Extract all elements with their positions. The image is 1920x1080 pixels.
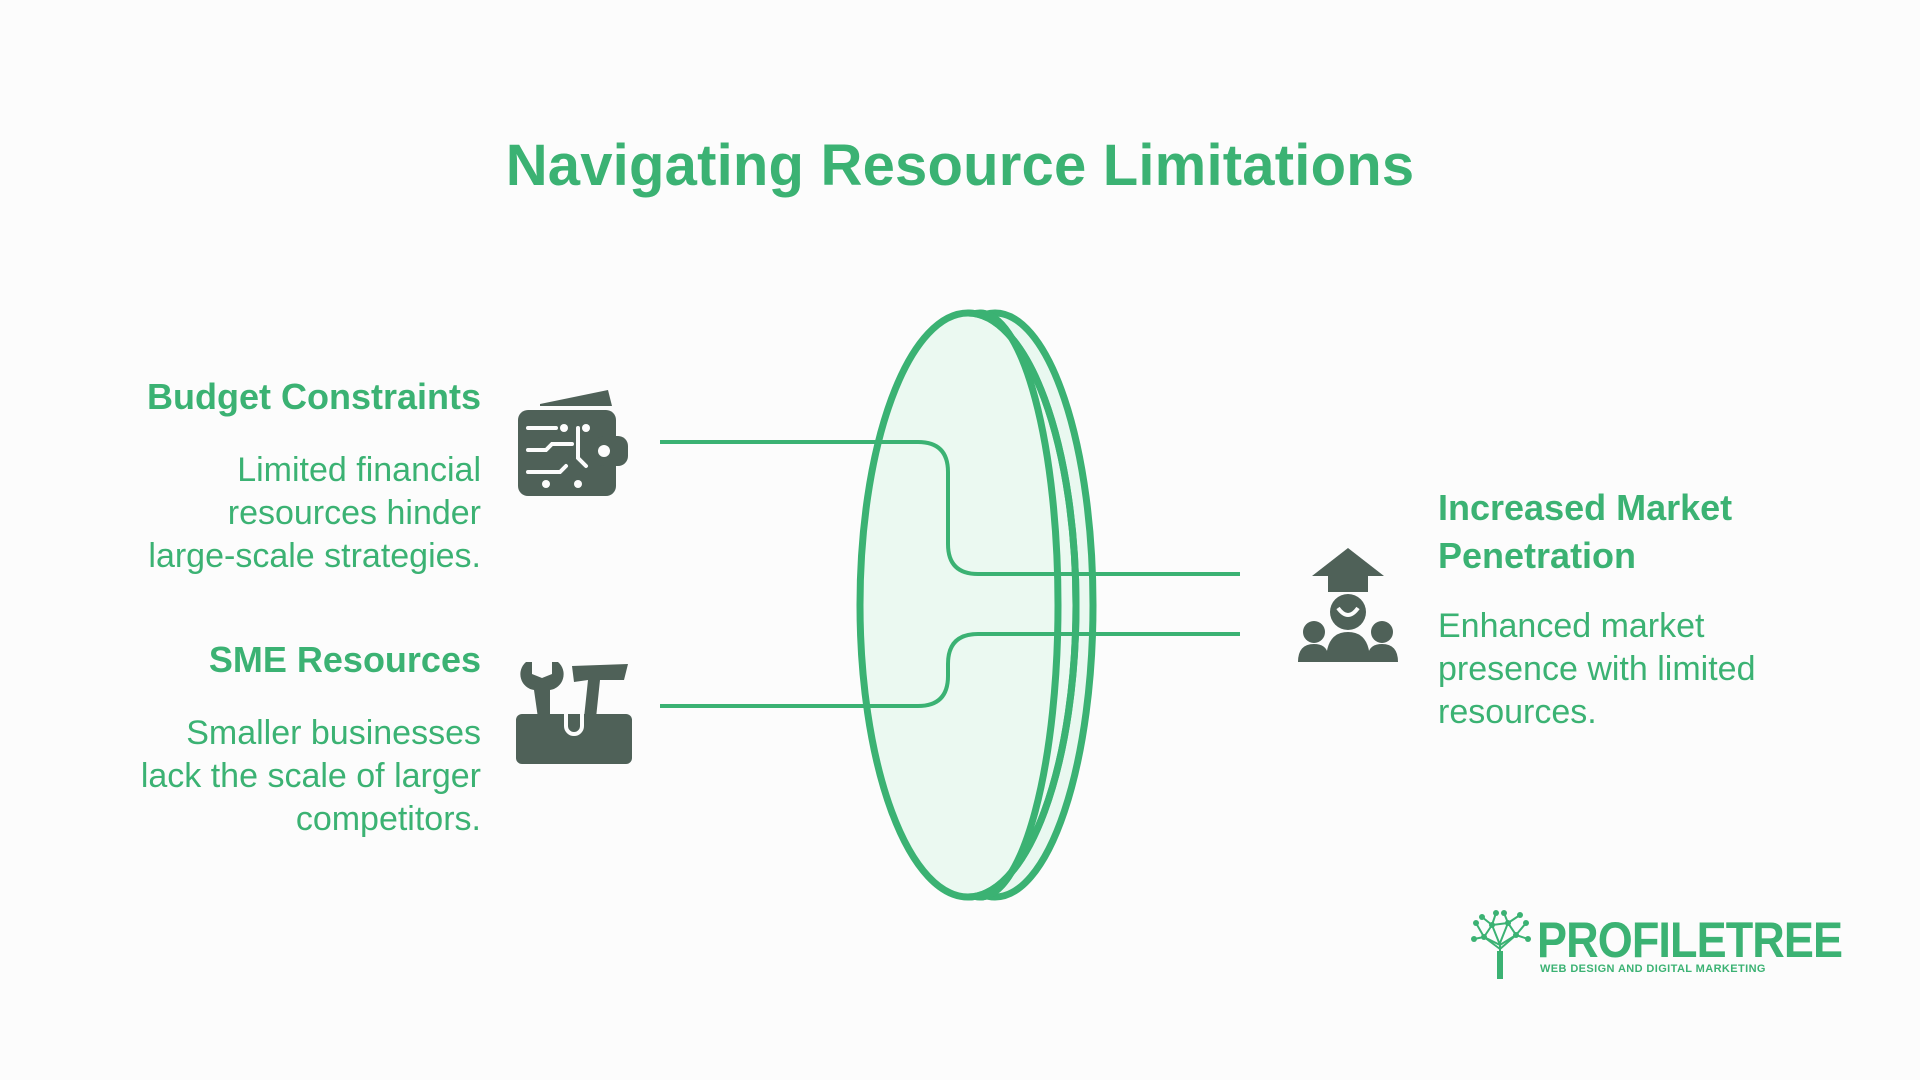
- description-line: presence with limited: [1438, 650, 1756, 688]
- description-line: large-scale strategies.: [148, 537, 481, 575]
- description-line: Limited financial: [237, 451, 481, 489]
- logo-wordmark: PROFILETREE: [1537, 912, 1843, 968]
- page-title: Navigating Resource Limitations: [505, 133, 1415, 198]
- description-line: competitors.: [295, 800, 481, 838]
- description-line: Enhanced market: [1438, 607, 1705, 645]
- increased-market-penetration-description: Enhanced market presence with limited re…: [1438, 605, 1838, 734]
- description-line: resources.: [1438, 693, 1597, 731]
- connector-budget: [660, 440, 1240, 576]
- budget-constraints-heading: Budget Constraints: [146, 376, 481, 417]
- tree-icon: [1471, 910, 1531, 979]
- description-line: resources hinder: [227, 494, 481, 532]
- wallet-icon: [518, 390, 628, 496]
- budget-constraints-description: Limited financial resources hinder large…: [0, 449, 481, 578]
- description-line: Smaller businesses: [186, 714, 481, 752]
- sme-resources-description: Smaller businesses lack the scale of lar…: [0, 712, 481, 841]
- profiletree-logo: PROFILETREE WEB DESIGN AND DIGITAL MARKE…: [1470, 905, 1843, 985]
- heading-line: Increased Market: [1438, 487, 1733, 528]
- increased-market-penetration-heading: Increased Market Penetration: [1438, 484, 1838, 580]
- description-line: lack the scale of larger: [140, 757, 481, 795]
- tools-icon: [516, 662, 632, 764]
- heading-line: Penetration: [1438, 535, 1637, 576]
- sme-resources-heading: SME Resources: [208, 639, 481, 680]
- team-growth-icon: [1298, 548, 1398, 662]
- lens-middle-edge: [979, 309, 1062, 901]
- logo-tagline: WEB DESIGN AND DIGITAL MARKETING: [1540, 963, 1766, 975]
- connector-sme: [660, 632, 1240, 708]
